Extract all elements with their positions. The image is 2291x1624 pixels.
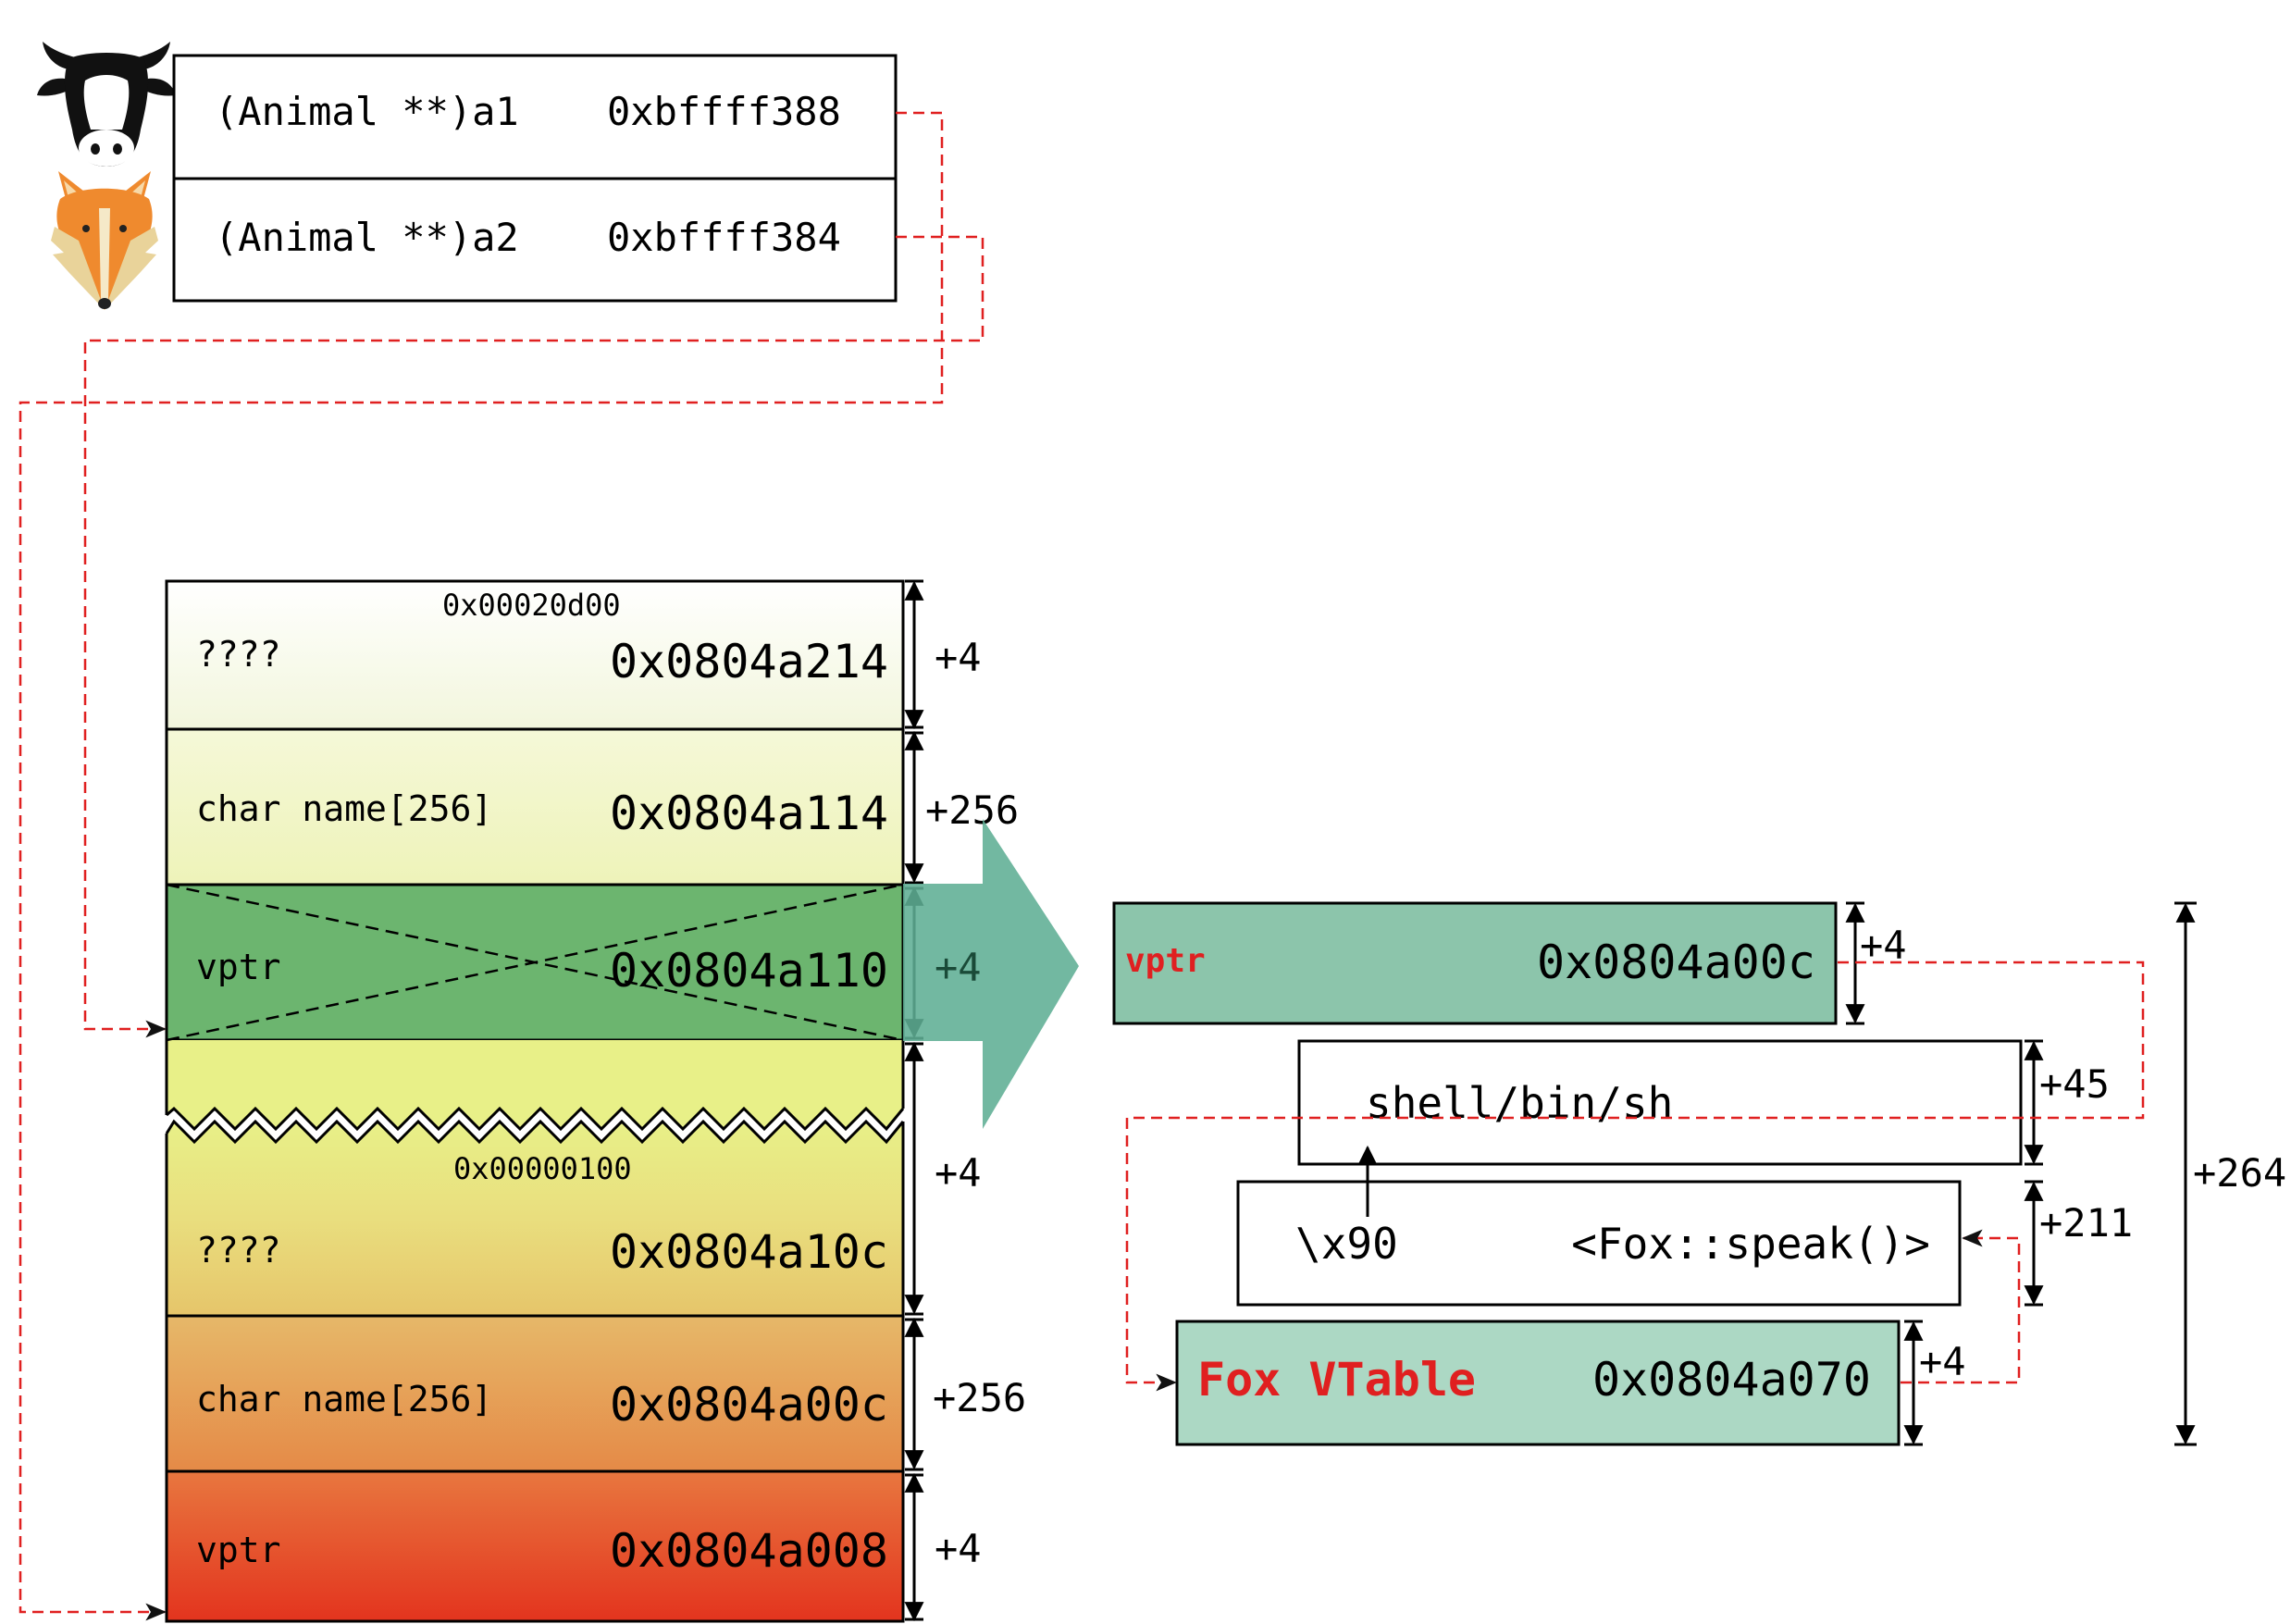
heap-label-0: ???? (196, 634, 281, 675)
payload-total-size: +264 (2193, 1150, 2286, 1196)
pointer-arrows (19, 111, 2145, 1621)
pointer-table: (Animal **)a1 0xbffff388 (Animal **)a2 0… (172, 54, 898, 303)
payload-shell-text: shell/bin/sh (1366, 1078, 1673, 1128)
overwrite-arrow (903, 819, 1079, 1129)
heap-address-1: 0x0804a114 (610, 787, 888, 840)
fox-icon (51, 171, 158, 310)
payload-layout: vptr 0x0804a00c shell/bin/sh \x90 <Fox::… (1112, 901, 2023, 1446)
heap-label-2: vptr (196, 947, 281, 987)
payload-vtable-box (1175, 1320, 1901, 1446)
heap-label-1: char name[256] (196, 788, 492, 829)
payload-speak-box (1236, 1180, 1962, 1307)
payload-nop-text: \x90 (1295, 1219, 1398, 1269)
payload-vptr-box (1112, 901, 1838, 1025)
payload-speak-size: +211 (2039, 1200, 2133, 1246)
a1-pointer-line (19, 111, 944, 1621)
vptr-to-vtable-line (1125, 961, 2145, 1392)
heap-label-4: char name[256] (196, 1379, 492, 1419)
heap-size-3: +4 (935, 1150, 982, 1196)
heap-address-5: 0x0804a008 (610, 1524, 888, 1578)
payload-vtable-size: +4 (1919, 1339, 1966, 1384)
pointer-a1-address: 0xbffff388 (607, 89, 841, 134)
heap-cell-top-unknown (165, 579, 905, 731)
heap-layout: 0x00020d00 0x00000100 ???? 0x0804a214 ch… (165, 579, 905, 1623)
heap-label-3: ???? (196, 1230, 281, 1271)
payload-shell-size: +45 (2039, 1061, 2110, 1107)
pointer-a2-address: 0xbffff384 (607, 215, 841, 260)
heap-label-5: vptr (196, 1530, 281, 1570)
heap-gap-torn (167, 1040, 903, 1129)
heap-size-1: +256 (925, 787, 1019, 833)
heap-address-2: 0x0804a110 (610, 944, 888, 998)
pointer-a1-label: (Animal **)a1 (215, 89, 519, 134)
pointer-a2-label: (Animal **)a2 (215, 215, 519, 260)
heap-address-3: 0x0804a10c (610, 1225, 888, 1279)
heap-size-4: +256 (933, 1375, 1026, 1420)
vtable-to-speak-line (1901, 1229, 2021, 1384)
heap-size-2: +4 (935, 945, 982, 990)
cow-icon (37, 42, 176, 167)
payload-vptr-label: vptr (1125, 942, 1206, 980)
payload-vptr-address: 0x0804a00c (1537, 936, 1815, 989)
heap-address-0: 0x0804a214 (610, 635, 888, 688)
payload-size-markers (1845, 901, 2197, 1446)
heap-top-note: 0x00020d00 (442, 588, 621, 623)
payload-speak-text: <Fox::speak()> (1571, 1219, 1930, 1269)
payload-vtable-label: Fox VTable (1197, 1353, 1476, 1407)
heap-cell-name-lower (165, 1314, 905, 1473)
heap-mid-note: 0x00000100 (453, 1151, 632, 1186)
heap-address-4: 0x0804a00c (610, 1378, 888, 1432)
payload-vptr-size: +4 (1860, 923, 1907, 968)
a2-pointer-line (83, 235, 985, 1038)
heap-size-5: +4 (935, 1526, 982, 1571)
heap-size-0: +4 (935, 635, 982, 680)
payload-vtable-address: 0x0804a070 (1592, 1353, 1871, 1407)
payload-shell-box (1297, 1039, 2023, 1166)
heap-size-markers (904, 579, 924, 1622)
heap-cell-lower-unknown (167, 1122, 903, 1316)
heap-cell-vptr-original (165, 1469, 905, 1623)
